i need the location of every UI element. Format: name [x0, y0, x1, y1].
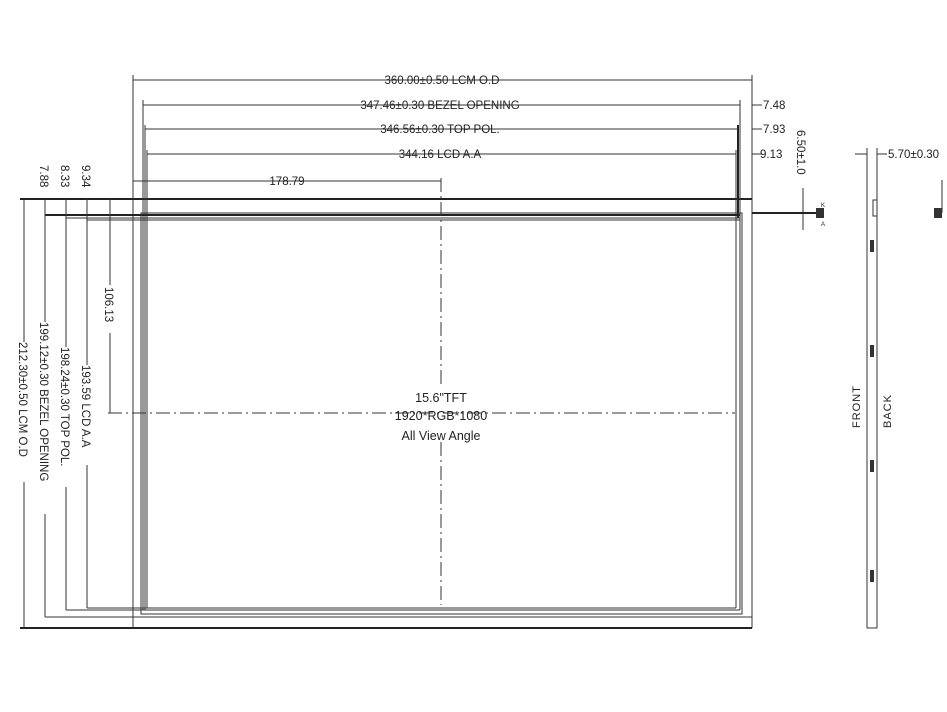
top-dimension-lines — [132, 79, 762, 199]
bezel-opening — [45, 100, 743, 618]
fpc-cable — [45, 208, 824, 218]
dim-center-x: 178.79 — [269, 176, 304, 188]
panel-resolution-label: 1920*RGB*1080 — [395, 409, 487, 423]
dim-left-aa-margin: 9.34 — [79, 165, 91, 188]
panel-size-label: 15.6"TFT — [415, 391, 467, 405]
dim-center-y: 106.13 — [102, 287, 114, 322]
back-label: BACK — [882, 394, 894, 428]
panel-viewing-label: All View Angle — [402, 429, 481, 443]
dim-top-pol-width: 346.56±0.30 TOP POL. — [380, 124, 499, 136]
lcm-outline — [20, 75, 753, 629]
dim-thickness: 5.70±0.30 — [888, 149, 939, 161]
dim-right-pol-margin: 7.93 — [763, 124, 785, 136]
dim-bezel-opening-width: 347.46±0.30 BEZEL OPENING — [360, 100, 519, 112]
side-view — [855, 148, 943, 629]
dim-left-pol-margin: 8.33 — [58, 165, 70, 187]
dim-cable-offset: 6.50±1.0 — [794, 130, 806, 175]
pin-k-label: K — [821, 203, 825, 209]
dim-lcm-od-width: 360.00±0.50 LCM O.D — [385, 75, 500, 87]
pin-a-label: A — [821, 222, 825, 228]
dim-top-pol-height: 198.24±0.30 TOP POL. — [58, 347, 70, 466]
dim-right-aa-margin: 9.13 — [760, 149, 782, 161]
dim-right-bezel-margin: 7.48 — [763, 100, 785, 112]
dim-lcm-od-height: 212.30±0.50 LCM O.D — [16, 342, 28, 457]
dim-bezel-opening-height: 199.12±0.30 BEZEL OPENING — [37, 322, 49, 481]
dim-lcd-aa-width: 344.16 LCD A.A — [399, 149, 482, 161]
dim-lcd-aa-height: 193.59 LCD A.A — [79, 365, 91, 448]
front-label: FRONT — [851, 385, 863, 428]
dim-left-bezel-margin: 7.88 — [37, 165, 49, 187]
